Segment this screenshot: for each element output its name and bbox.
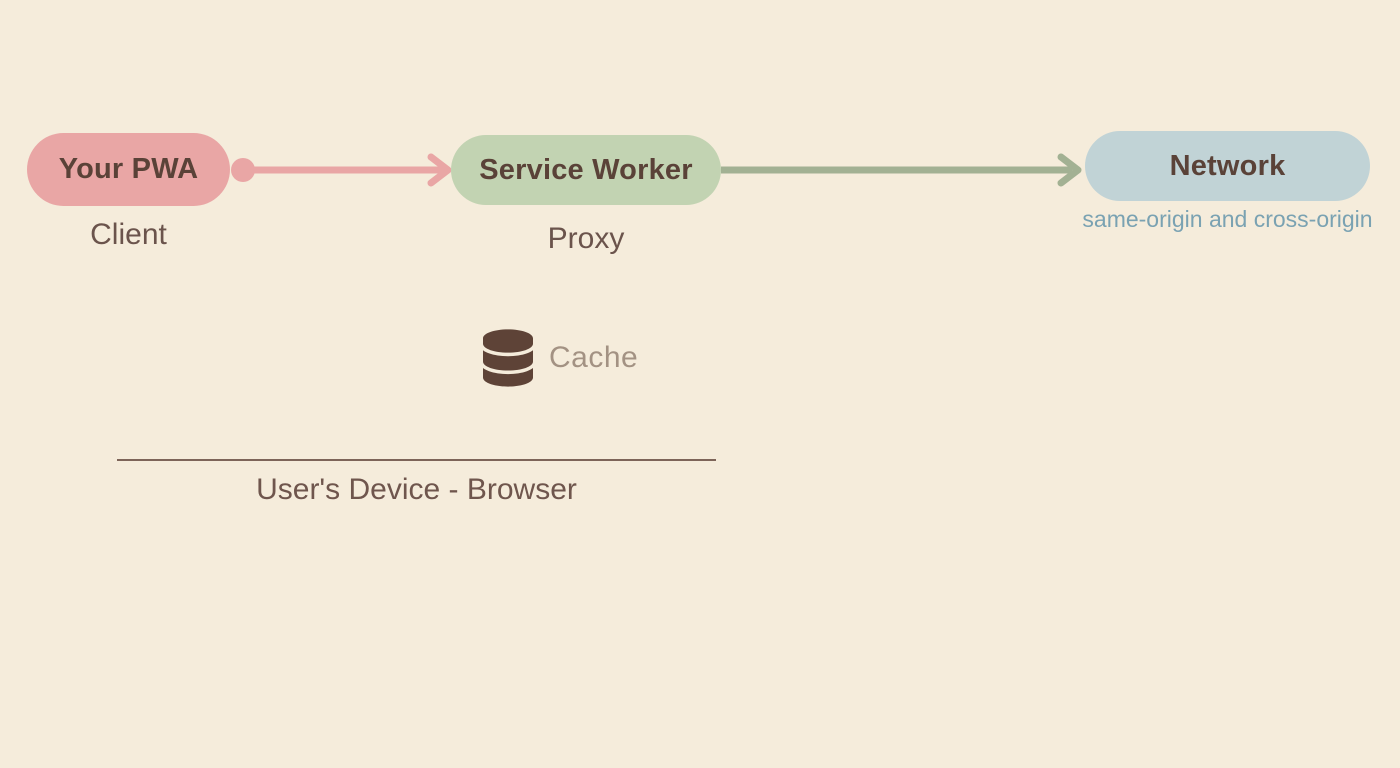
label-proxy: Proxy: [547, 222, 625, 255]
node-service-worker: Service Worker: [451, 135, 721, 205]
device-label: User's Device - Browser: [256, 473, 577, 506]
arrow-service-worker-to-network: [721, 153, 1082, 187]
node-your-pwa-label: Your PWA: [58, 153, 199, 185]
arrowhead-icon: [1057, 153, 1082, 187]
node-network: Network: [1085, 131, 1370, 201]
arrow-pwa-to-service-worker: [231, 153, 452, 187]
label-client: Client: [90, 218, 167, 251]
node-network-label: Network: [1169, 149, 1286, 182]
node-your-pwa: Your PWA: [27, 133, 230, 206]
device-boundary-line: [117, 459, 716, 461]
arrowhead-icon: [427, 153, 452, 187]
arrow-start-dot: [231, 158, 255, 182]
cache-group: Cache: [483, 329, 638, 387]
label-same-origin-cross-origin: same-origin and cross-origin: [1082, 206, 1373, 232]
node-service-worker-label: Service Worker: [479, 153, 693, 186]
cache-label: Cache: [549, 341, 639, 374]
database-icon: [483, 329, 533, 387]
